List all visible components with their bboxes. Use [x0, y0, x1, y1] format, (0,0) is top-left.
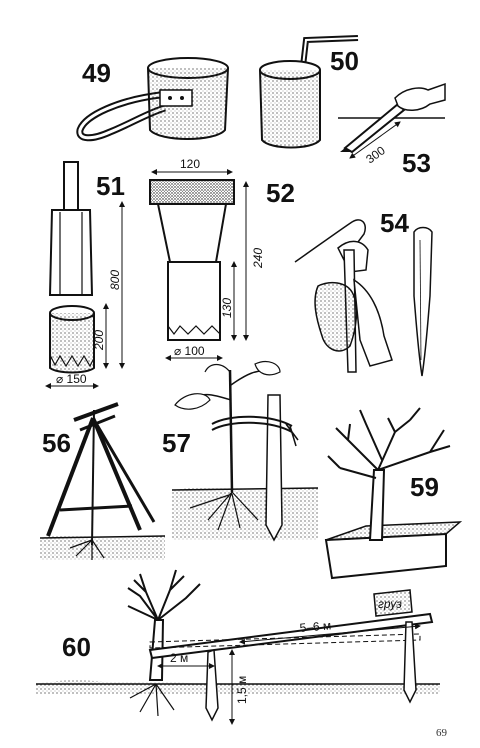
dimension-label: 130 [220, 298, 234, 318]
lever-tree-drawing: 5–6 м 2 м 1,5 м груз [36, 569, 440, 725]
figure-51: 51 800 200 ⌀ 150 [45, 161, 125, 389]
figure-number-54: 54 [380, 208, 409, 238]
figure-number-53: 53 [402, 148, 431, 178]
figure-number-52: 52 [266, 178, 295, 208]
dimension-label: 800 [108, 270, 122, 290]
figure-53: 53 300 [338, 82, 446, 178]
frame-tool-drawing: 120 240 130 ⌀ 100 [149, 157, 265, 361]
weight-label: груз [378, 597, 402, 611]
figure-59: 59 [324, 407, 463, 580]
collar-tool-drawing [76, 57, 229, 142]
figure-57: 57 [162, 360, 319, 542]
dimension-label: 240 [251, 248, 265, 269]
figure-50: 50 [259, 35, 359, 149]
tree-in-box-drawing [324, 407, 463, 580]
figure-number-59: 59 [410, 472, 439, 502]
figure-54: 54 [294, 208, 433, 377]
dimension-label: 1,5 м [235, 676, 249, 704]
dimension-label: ⌀ 150 [56, 372, 87, 386]
dimension-label: 5–6 м [299, 618, 332, 635]
dimension-label: 200 [92, 330, 106, 351]
tube-tool-drawing: 800 200 ⌀ 150 [45, 161, 125, 389]
figure-number-50: 50 [330, 46, 359, 76]
figure-number-56: 56 [42, 428, 71, 458]
dimension-label: ⌀ 100 [174, 344, 205, 358]
figure-60: 60 5–6 м 2 м 1,5 м груз [36, 569, 440, 725]
figure-number-51: 51 [96, 171, 125, 201]
cylinder-tool-drawing [259, 35, 359, 149]
figure-number-49: 49 [82, 58, 111, 88]
figure-number-57: 57 [162, 428, 191, 458]
figure-number-60: 60 [62, 632, 91, 662]
figure-56: 56 [39, 402, 166, 560]
page-number: 69 [436, 727, 448, 739]
dimension-label: 300 [363, 143, 388, 166]
dimension-label: 120 [180, 157, 200, 171]
figure-49: 49 [76, 57, 229, 142]
tied-seedling-drawing [171, 360, 319, 542]
tripod-support-drawing [39, 402, 166, 560]
figure-52: 52 120 240 130 ⌀ 100 [149, 157, 295, 361]
dimension-label: 2 м [170, 651, 188, 665]
hands-with-cloth-drawing [294, 219, 433, 377]
